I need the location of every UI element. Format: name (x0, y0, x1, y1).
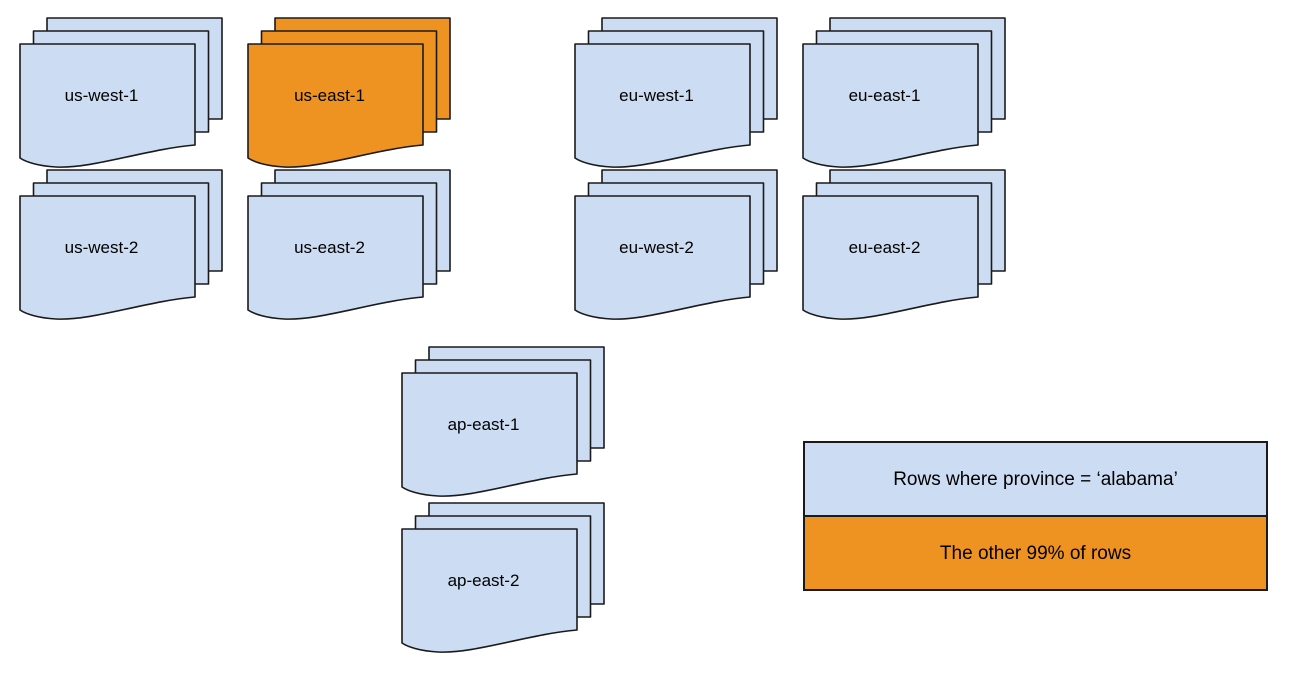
document-sheet-front (247, 195, 424, 320)
document-stack-eu-east-1[interactable]: eu-east-1 (802, 17, 1006, 168)
document-stacks-group: us-west-1 us-east-1 eu-west-1 eu-east-1 us-w… (19, 17, 1006, 653)
document-stack-eu-west-1[interactable]: eu-west-1 (574, 17, 778, 168)
document-stack-label: us-east-1 (294, 86, 365, 105)
legend-label: Rows where province = ‘alabama’ (893, 469, 1178, 490)
document-sheet-front (401, 528, 578, 653)
document-stack-label: eu-west-2 (619, 238, 694, 257)
document-sheet-front (802, 195, 979, 320)
document-sheet-front (574, 195, 751, 320)
document-stack-eu-west-2[interactable]: eu-west-2 (574, 169, 778, 320)
document-stack-eu-east-2[interactable]: eu-east-2 (802, 169, 1006, 320)
document-stack-label: ap-east-1 (448, 415, 520, 434)
document-sheet-front (19, 43, 196, 168)
document-sheet-front (247, 43, 424, 168)
document-stack-ap-east-1[interactable]: ap-east-1 (401, 346, 605, 497)
document-stack-label: eu-east-2 (849, 238, 921, 257)
document-stack-us-east-2[interactable]: us-east-2 (247, 169, 451, 320)
document-stack-label: eu-east-1 (849, 86, 921, 105)
document-stack-label: ap-east-2 (448, 571, 520, 590)
document-sheet-front (19, 195, 196, 320)
document-stack-label: us-east-2 (294, 238, 365, 257)
document-sheet-front (574, 43, 751, 168)
document-stack-us-east-1[interactable]: us-east-1 (247, 17, 451, 168)
legend-swatch (803, 441, 1268, 517)
document-stack-label: us-west-2 (65, 238, 139, 257)
legend-other-rows[interactable]: The other 99% of rows (803, 515, 1268, 591)
legend-swatch (803, 515, 1268, 591)
document-sheet-front (802, 43, 979, 168)
legend-rows-alabama[interactable]: Rows where province = ‘alabama’ (803, 441, 1268, 517)
document-stack-us-west-2[interactable]: us-west-2 (19, 169, 223, 320)
document-sheet-front (401, 372, 578, 497)
document-stack-label: us-west-1 (65, 86, 139, 105)
document-stack-label: eu-west-1 (619, 86, 694, 105)
legend-label: The other 99% of rows (940, 543, 1131, 564)
document-stack-us-west-1[interactable]: us-west-1 (19, 17, 223, 168)
legend-group: Rows where province = ‘alabama’ The other… (803, 441, 1268, 591)
document-stack-ap-east-2[interactable]: ap-east-2 (401, 502, 605, 653)
